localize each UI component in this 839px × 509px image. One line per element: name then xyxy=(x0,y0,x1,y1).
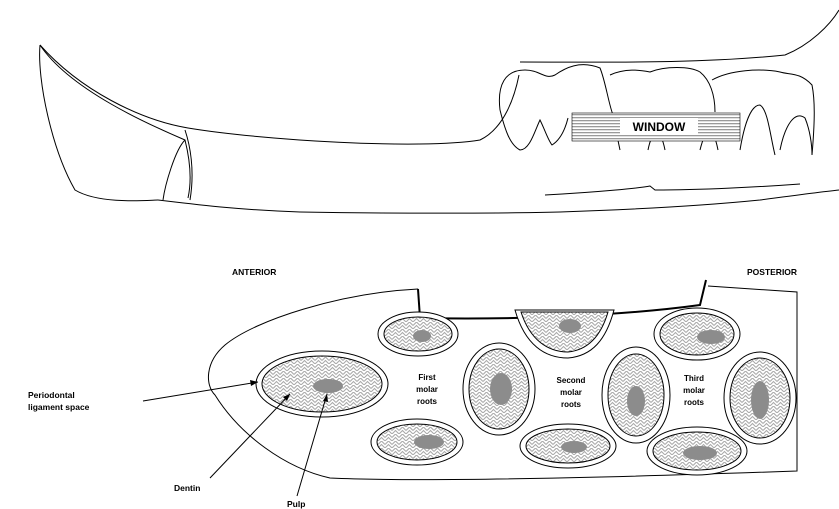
pulp-label: Pulp xyxy=(287,499,305,509)
pdl-leader-line xyxy=(143,382,258,401)
anterior-root xyxy=(256,351,388,417)
first-molar-roots xyxy=(371,312,535,465)
pdl-label-2: ligament space xyxy=(28,402,90,412)
root-cross-section: ANTERIOR POSTERIOR xyxy=(28,267,797,509)
mandible-lateral-view: WINDOW xyxy=(40,10,839,213)
first-molar-label-3: roots xyxy=(417,397,438,406)
second-molar-label-3: roots xyxy=(561,400,582,409)
third-molar-label-1: Third xyxy=(684,374,704,383)
second-molar-label-2: molar xyxy=(560,388,582,397)
third-molar-label-2: molar xyxy=(683,386,705,395)
canine-tooth xyxy=(40,45,192,200)
third-molar-label-3: roots xyxy=(684,398,705,407)
mandibular-canal xyxy=(545,184,800,195)
second-molar-label-1: Second xyxy=(557,376,586,385)
mandible-outline xyxy=(40,10,839,201)
first-molar-label-2: molar xyxy=(416,385,438,394)
dentin-leader-line xyxy=(210,394,290,478)
window-label: WINDOW xyxy=(633,120,686,134)
molar-crowns xyxy=(499,65,814,155)
anterior-label: ANTERIOR xyxy=(232,267,276,277)
pulp-canal xyxy=(313,379,343,393)
pdl-label-1: Periodontal xyxy=(28,390,75,400)
first-molar-label-1: First xyxy=(418,373,436,382)
dentin-label: Dentin xyxy=(174,483,200,493)
second-molar-roots xyxy=(515,310,670,468)
posterior-label: POSTERIOR xyxy=(747,267,797,277)
mandible-lower-border xyxy=(158,190,839,213)
